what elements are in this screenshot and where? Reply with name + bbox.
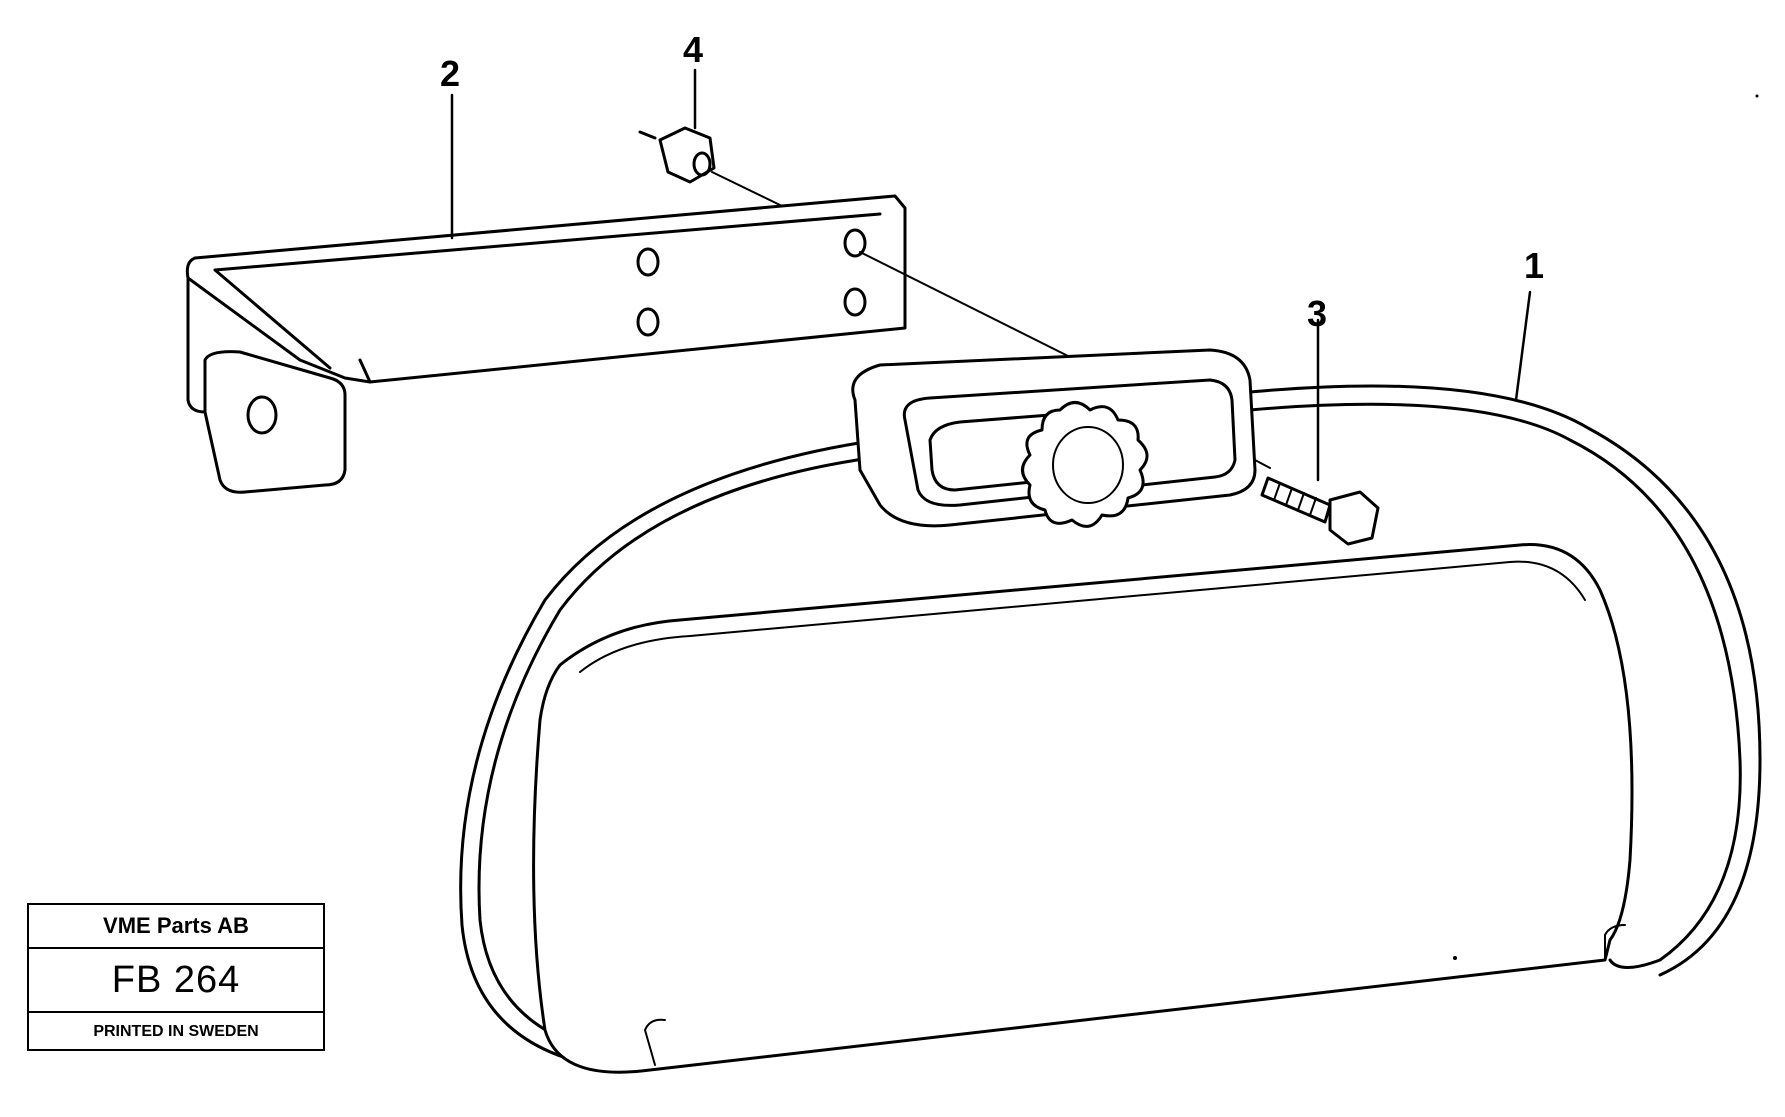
callout-1: 1	[1524, 245, 1545, 286]
leader-line-1	[1514, 290, 1532, 402]
bracket-hole	[246, 395, 278, 435]
bolt	[1260, 476, 1380, 546]
mounting-bracket	[185, 194, 907, 494]
title-block: VME Parts AB FB 264 PRINTED IN SWEDEN	[27, 903, 325, 1051]
title-block-code: FB 264	[29, 949, 323, 1013]
mirror-frame	[459, 384, 1762, 1074]
bracket-hole	[636, 247, 660, 277]
callout-2: 2	[440, 53, 461, 94]
callout-4: 4	[683, 29, 704, 70]
bracket-hole	[843, 228, 867, 258]
callout-3: 3	[1307, 293, 1328, 334]
title-block-company: VME Parts AB	[29, 905, 323, 949]
bracket-hole	[636, 307, 660, 337]
star-knob	[1021, 401, 1149, 528]
title-block-printed: PRINTED IN SWEDEN	[93, 1023, 259, 1040]
bracket-hole	[843, 287, 867, 317]
hex-nut	[638, 126, 781, 206]
